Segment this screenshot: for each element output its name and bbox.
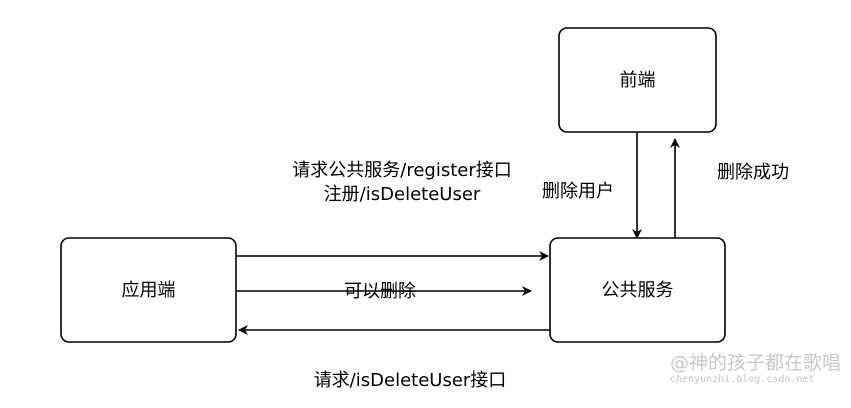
delete-success-label: 删除成功 — [717, 162, 789, 183]
watermark: @神的孩子都在歌唱 chenyunzhi.blog.csdn.net — [670, 352, 841, 386]
register-request-label-line2: 注册/isDeleteUser — [323, 184, 481, 205]
delete-user-label: 删除用户 — [542, 181, 614, 202]
is-delete-user-request-label: 请求/isDeleteUser接口 — [313, 370, 507, 391]
app-box — [60, 237, 237, 343]
can-delete-label: 可以删除 — [344, 281, 416, 302]
public-service-label: 公共服务 — [601, 280, 674, 301]
register-request-label-line1: 请求公共服务/register接口 — [292, 160, 512, 181]
watermark-main: @神的孩子都在歌唱 — [669, 352, 841, 374]
watermark-sub: chenyunzhi.blog.csdn.net — [669, 374, 815, 385]
frontend-label: 前端 — [619, 70, 656, 91]
app-label: 应用端 — [121, 280, 176, 301]
